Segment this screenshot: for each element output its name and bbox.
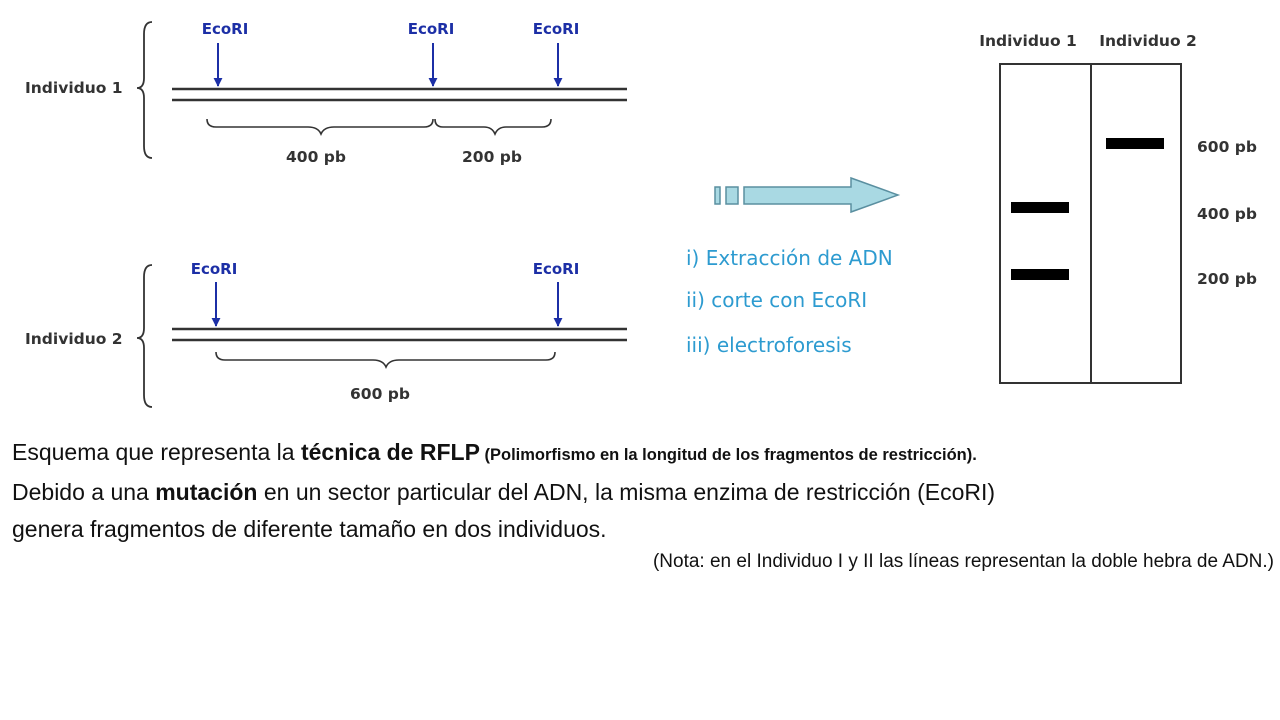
gel-band-individual1-400 — [1011, 202, 1069, 213]
individual2-fragment-600-label: 600 pb — [350, 385, 410, 403]
individual2-label: Individuo 2 — [25, 330, 123, 348]
gel-size-label-600: 600 pb — [1197, 138, 1257, 156]
individual1-fragment-400-label: 400 pb — [286, 148, 346, 166]
caption-rflp-expansion: (Polimorfismo en la longitud de los frag… — [479, 446, 977, 464]
individual1-brace — [136, 21, 153, 159]
caption-mutation-term: mutación — [155, 479, 258, 505]
gel-band-individual2-600 — [1106, 138, 1164, 149]
step-extraction: i) Extracción de ADN — [686, 246, 893, 270]
step-electrophoresis: iii) electroforesis — [686, 333, 852, 357]
individual1-fragment-200-label: 200 pb — [462, 148, 522, 166]
individual1-ecori-site-3-label: EcoRI — [533, 20, 580, 38]
individual2-ecori-site-2-label: EcoRI — [533, 260, 580, 278]
individual1-panel: Individuo 1 EcoRI EcoRI EcoRI 400 pb 200… — [25, 20, 627, 166]
arrow-tail-block-1 — [714, 186, 721, 205]
rflp-diagram: Individuo 1 EcoRI EcoRI EcoRI 400 pb 200… — [25, 20, 1257, 408]
caption-line-2: Debido a una mutación en un sector parti… — [12, 474, 1274, 511]
gel-band-individual1-200 — [1011, 269, 1069, 280]
gel-lane-label-individual2: Individuo 2 — [1099, 32, 1197, 50]
caption-line1-text-a: Esquema que representa la — [12, 439, 301, 465]
individual2-ecori-site-1-label: EcoRI — [191, 260, 238, 278]
individual2-brace — [136, 264, 153, 408]
caption-line2-text-c: en un sector particular del ADN, la mism… — [257, 479, 996, 505]
process-steps: i) Extracción de ADN ii) corte con EcoRI… — [686, 176, 901, 357]
caption-rflp-term: técnica de RFLP — [300, 439, 480, 465]
individual1-fragment-200-brace — [434, 118, 552, 137]
individual1-ecori-site-1-label: EcoRI — [202, 20, 249, 38]
gel-size-label-200: 200 pb — [1197, 270, 1257, 288]
individual1-ecori-site-2-label: EcoRI — [408, 20, 455, 38]
gel-size-label-400: 400 pb — [1197, 205, 1257, 223]
arrow-tail-block-2 — [725, 186, 739, 205]
individual2-panel: Individuo 2 EcoRI EcoRI 600 pb — [25, 260, 627, 408]
individual1-label: Individuo 1 — [25, 79, 123, 97]
caption: Esquema que representa la técnica de RFL… — [12, 434, 1274, 576]
gel-lane-label-individual1: Individuo 1 — [979, 32, 1077, 50]
individual1-fragment-400-brace — [206, 118, 434, 137]
individual2-fragment-600-brace — [215, 351, 556, 370]
electrophoresis-gel: Individuo 1 Individuo 2 600 pb 400 pb 20… — [979, 32, 1257, 384]
process-arrow — [743, 176, 901, 214]
caption-line2-text-a: Debido a una — [12, 479, 156, 505]
caption-line-1: Esquema que representa la técnica de RFL… — [12, 434, 1274, 474]
caption-note: (Nota: en el Individuo I y II las líneas… — [652, 551, 1274, 572]
step-ecori-cut: ii) corte con EcoRI — [686, 288, 867, 312]
caption-line-3: genera fragmentos de diferente tamaño en… — [12, 516, 607, 542]
